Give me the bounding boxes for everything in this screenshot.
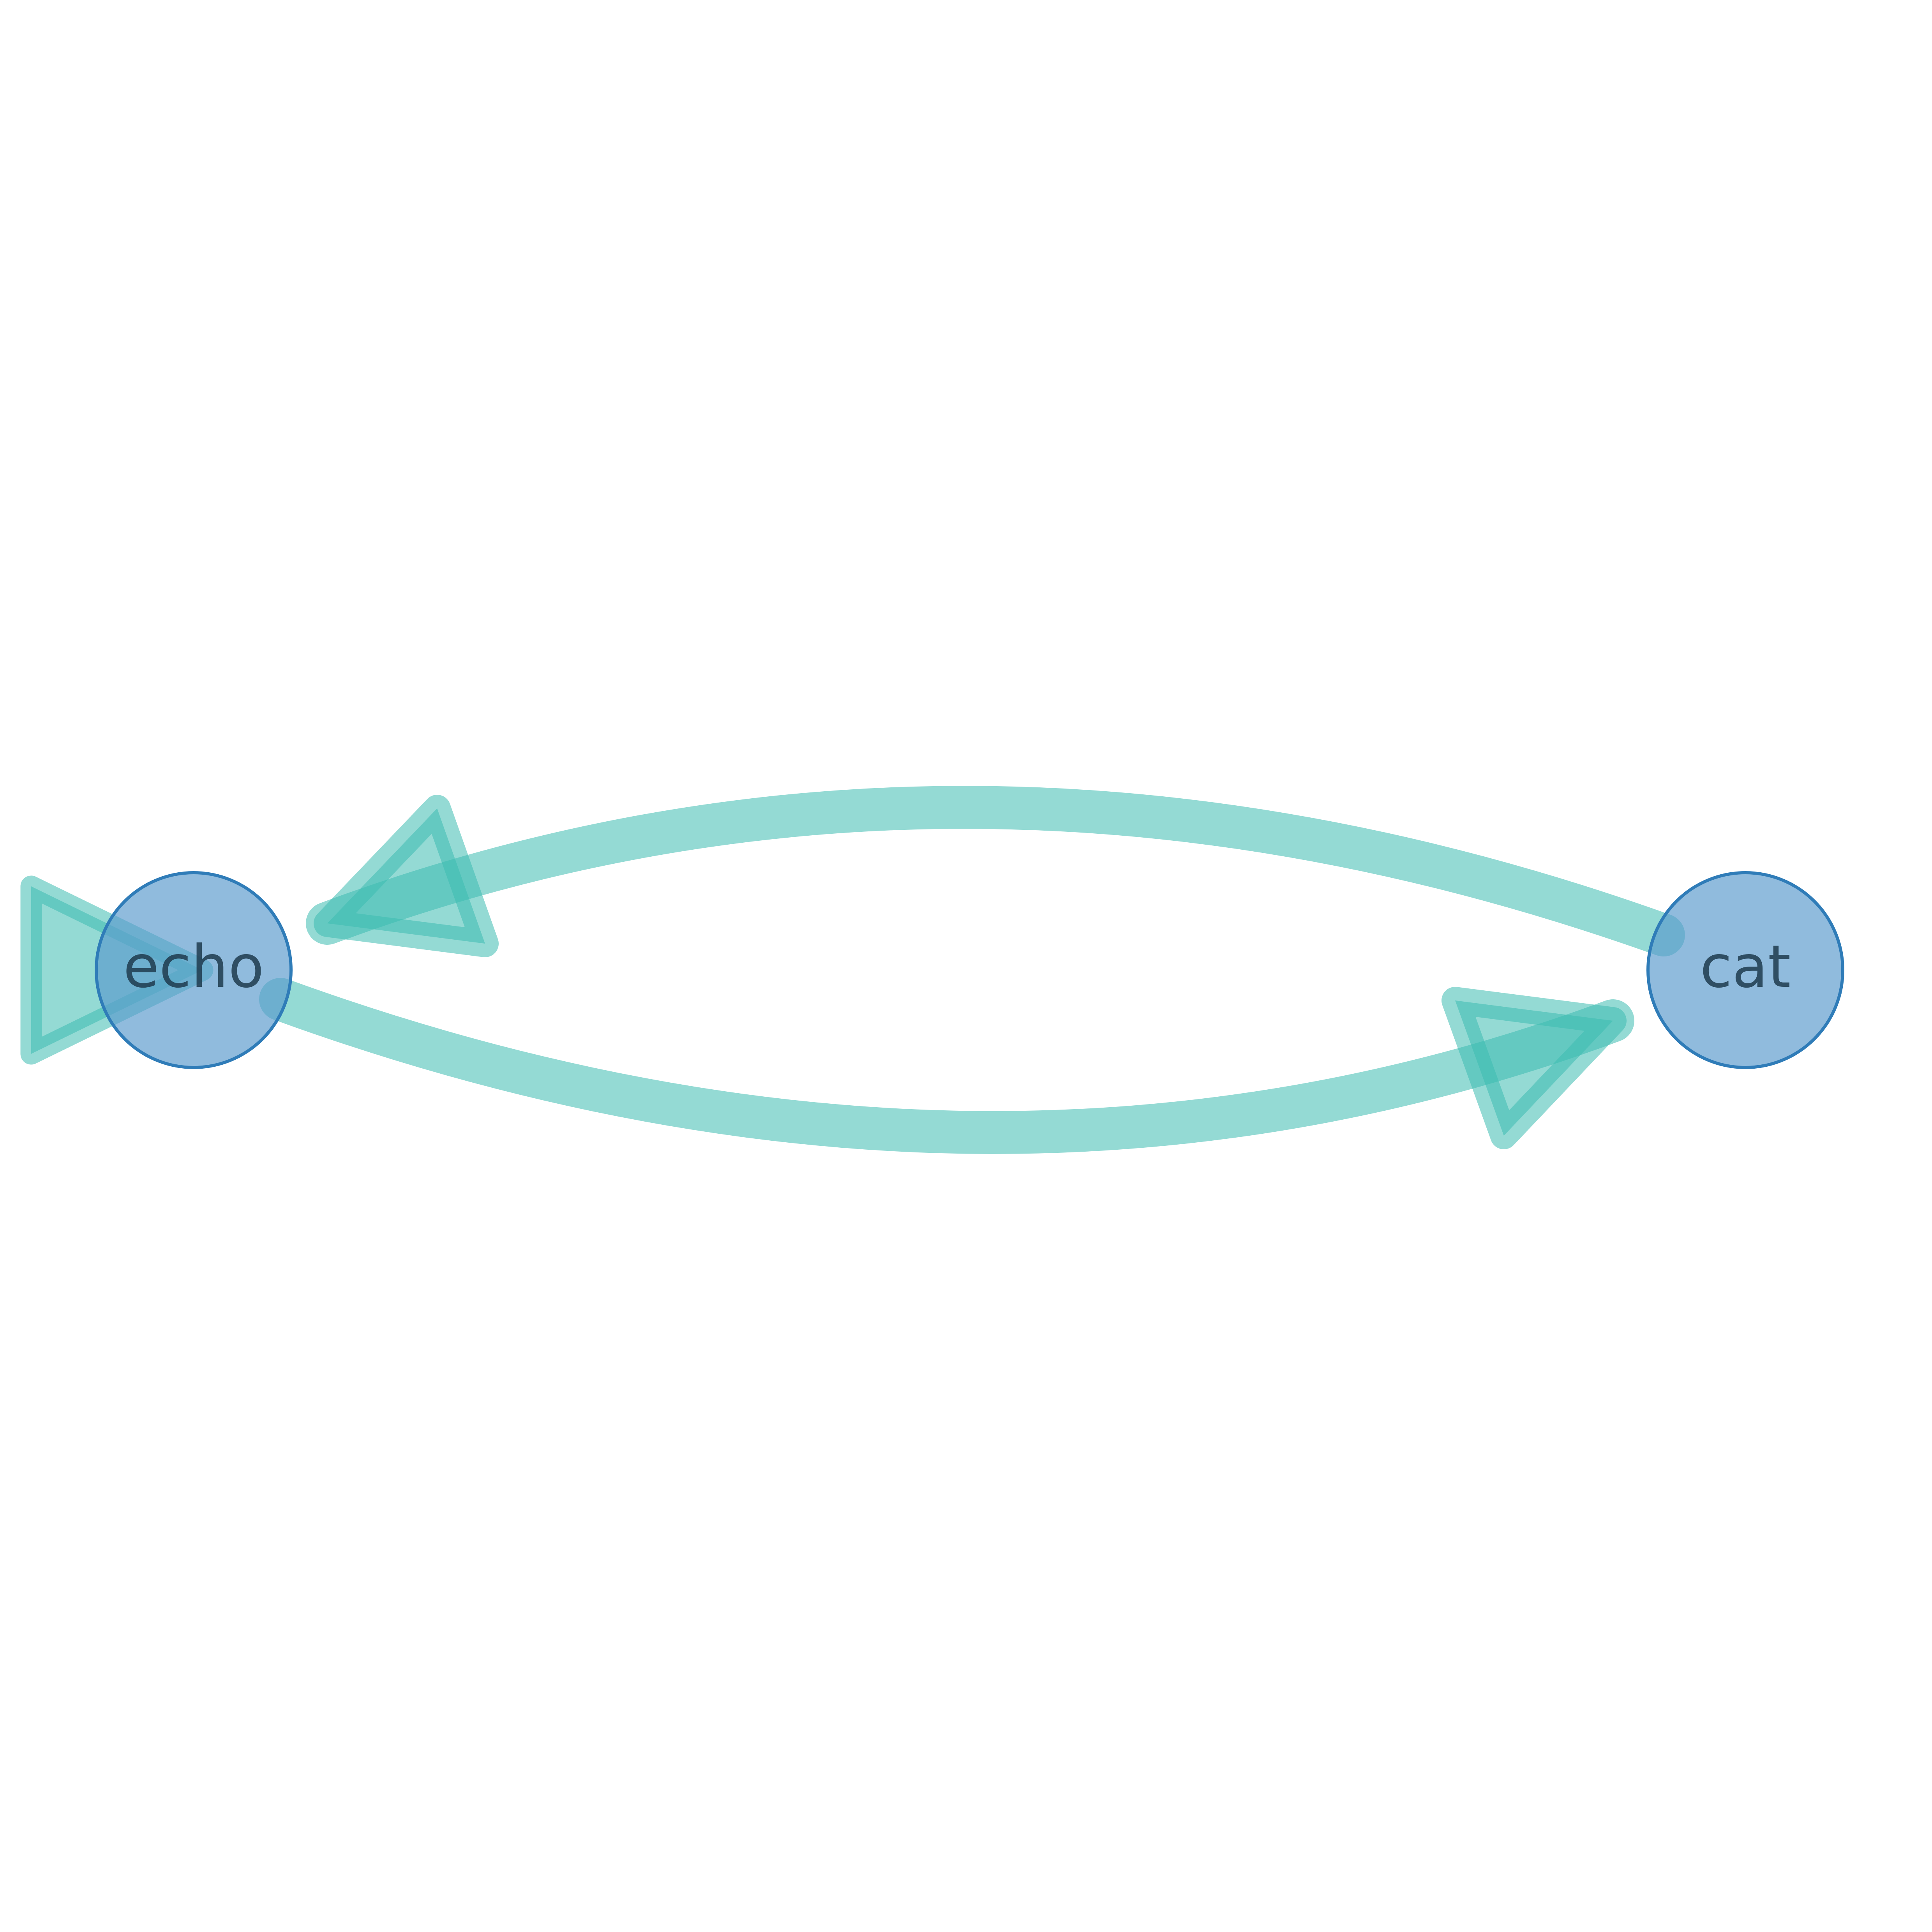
node-circle	[1646, 871, 1844, 1069]
edge-echo-to-cat	[259, 978, 1634, 1154]
arrowhead-icon	[314, 795, 499, 957]
node-circle	[95, 871, 293, 1069]
node-label: cat	[1700, 933, 1791, 1001]
node-echo[interactable]: echo	[95, 871, 293, 1069]
edge-line	[306, 786, 1685, 956]
arrowhead-icon	[1442, 987, 1627, 1149]
node-cat[interactable]: cat	[1646, 871, 1844, 1069]
edge-cat-to-echo	[306, 786, 1685, 957]
node-label: echo	[123, 933, 264, 1001]
edge-line	[259, 978, 1634, 1154]
